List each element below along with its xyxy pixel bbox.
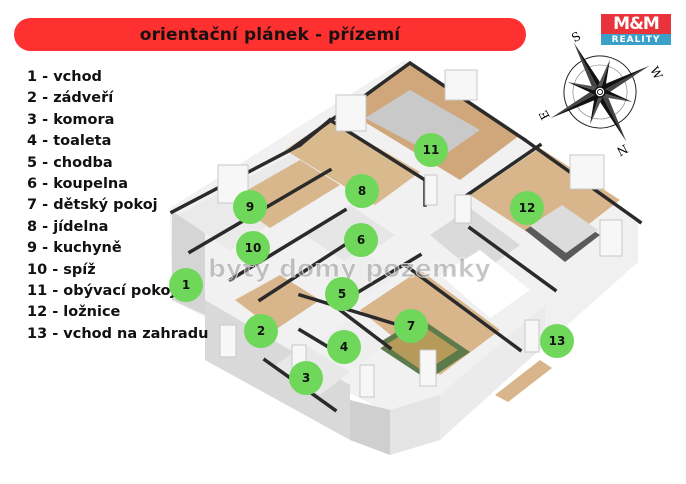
room-marker-9: 9 [233,190,267,224]
room-marker-3: 3 [289,361,323,395]
legend-item: 3 - komora [27,111,115,128]
room-marker-2: 2 [244,314,278,348]
legend-item: 2 - zádveří [27,90,114,107]
legend-item: 6 - koupelna [27,175,129,192]
room-marker-11: 11 [414,133,448,167]
logo-top: M&M [601,14,671,34]
legend-item: 13 - vchod na zahradu [27,325,209,342]
logo-bottom: REALITY [601,34,671,45]
legend-item: 7 - dětský pokoj [27,197,158,214]
legend-item: 8 - jídelna [27,218,109,235]
legend-item: 10 - spíž [27,261,96,278]
legend-item: 4 - toaleta [27,133,112,150]
room-marker-6: 6 [344,223,378,257]
room-marker-5: 5 [325,277,359,311]
room-marker-13: 13 [540,324,574,358]
room-legend: 1 - vchod 2 - zádveří 3 - komora 4 - toa… [27,67,208,345]
compass-rose-icon [550,42,650,142]
room-marker-10: 10 [236,231,270,265]
legend-item: 9 - kuchyně [27,240,122,257]
room-marker-7: 7 [394,309,428,343]
legend-item: 5 - chodba [27,154,113,171]
page-title: orientační plánek - přízemí [139,24,401,45]
legend-item: 12 - ložnice [27,304,121,321]
page-title-banner: orientační plánek - přízemí [14,18,526,51]
room-marker-12: 12 [510,191,544,225]
legend-item: 1 - vchod [27,69,102,85]
room-marker-8: 8 [345,174,379,208]
mm-reality-logo: M&M REALITY [601,14,671,46]
room-marker-1: 1 [169,268,203,302]
room-marker-4: 4 [327,330,361,364]
legend-item: 11 - obývací pokoj [27,282,176,299]
